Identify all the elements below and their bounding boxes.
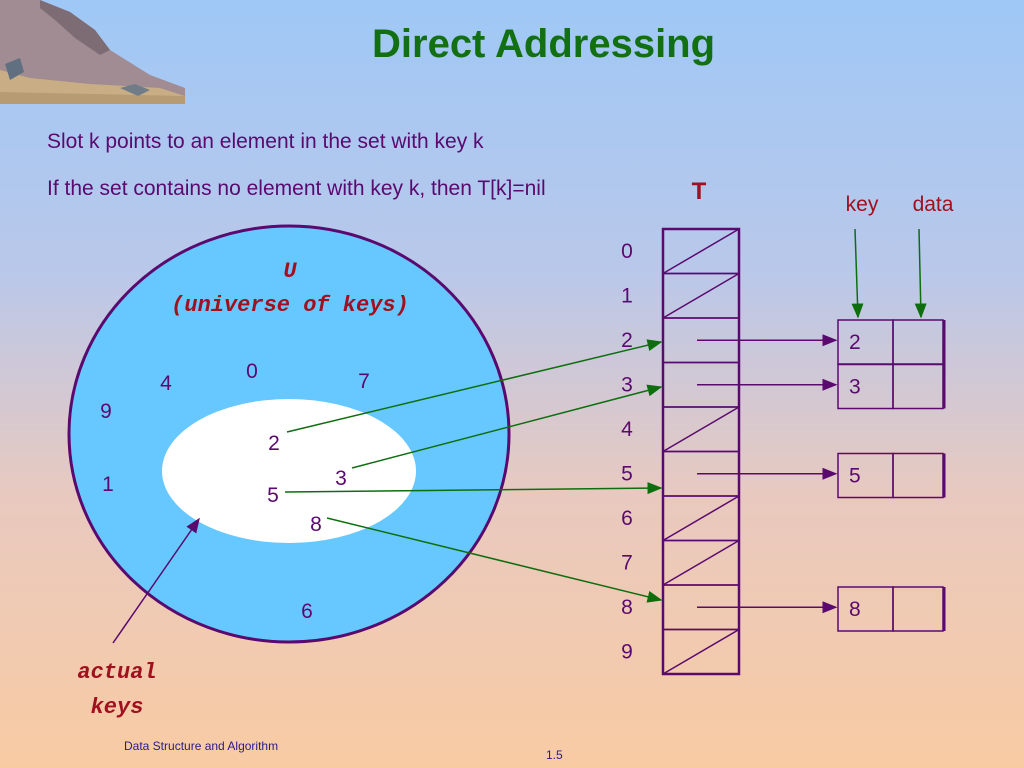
table-slot-7 [662,539,740,586]
element-data-cell [892,363,944,410]
element-key-cell [837,363,894,410]
element-records: 2 3 5 8 [697,319,946,632]
table-slot-6 [662,495,740,542]
nil-slash [662,228,740,275]
nil-slash [662,406,740,453]
element-data-cell [892,319,944,365]
universe-key: 1 [102,473,114,496]
element-data-cell [892,586,944,632]
table-index: 1 [621,285,633,308]
universe-label: U [283,259,297,284]
table-slot-4 [662,406,740,453]
element-key: 5 [849,465,861,488]
nil-slash [662,272,740,319]
element-record-3: 3 [697,363,944,410]
element-key: 8 [849,598,861,621]
table-index: 8 [621,596,633,619]
key-header: key [846,193,879,216]
element-record-5: 5 [697,452,944,499]
actual-keys-label-line2: keys [91,695,144,720]
universe-key: 4 [160,372,172,395]
actual-key: 8 [310,513,322,536]
universe-sublabel: (universe of keys) [171,293,409,318]
table-index: 3 [621,374,633,397]
actual-key: 3 [335,467,347,490]
element-key-cell [837,452,894,499]
nil-slash [662,628,740,675]
element-record-8: 8 [697,586,944,632]
table-index: 9 [621,641,633,664]
table-index: 6 [621,507,633,530]
key-header-arrow [851,228,864,319]
universe-key: 0 [246,360,258,383]
table-slot-1 [662,272,740,319]
key8-to-slot-arrow [326,517,663,603]
universe-key: 6 [301,600,313,623]
footer-course-name: Data Structure and Algorithm [124,739,279,753]
nil-slash [662,495,740,542]
actual-keys-ellipse [162,399,416,543]
key2-to-slot-arrow [286,339,663,433]
table-label: T [692,178,707,205]
page-title: Direct Addressing [372,22,716,66]
element-key-cell [837,586,894,632]
table-index: 7 [621,552,633,575]
corner-landscape-icon [0,0,185,104]
element-data-cell [892,452,944,499]
table-index: 2 [621,329,633,352]
data-header-arrow [914,228,927,319]
key5-to-slot-arrow [284,482,663,495]
actual-keys-pointer-arrow [112,517,200,644]
actual-key: 2 [268,432,280,455]
table-index: 0 [621,240,633,263]
actual-key: 5 [267,484,279,507]
table-index: 5 [621,463,633,486]
element-key: 2 [849,331,861,354]
bullet-slot-points: Slot k points to an element in the set w… [47,130,484,153]
footer-page-number: 1.5 [546,748,563,762]
bullet-nil-rule: If the set contains no element with key … [47,177,546,200]
key3-to-slot-arrow [351,384,663,469]
actual-keys-label-line1: actual [77,660,156,685]
nil-slash [662,539,740,586]
universe-key: 7 [358,370,370,393]
data-header: data [913,193,954,216]
universe-key: 9 [100,400,112,423]
direct-address-table [661,227,741,676]
table-slot-9 [662,628,740,675]
element-record-2: 2 [697,319,944,365]
element-key-cell [837,319,894,365]
element-key: 3 [849,376,861,399]
table-slot-0 [662,228,740,275]
table-index: 4 [621,418,633,441]
